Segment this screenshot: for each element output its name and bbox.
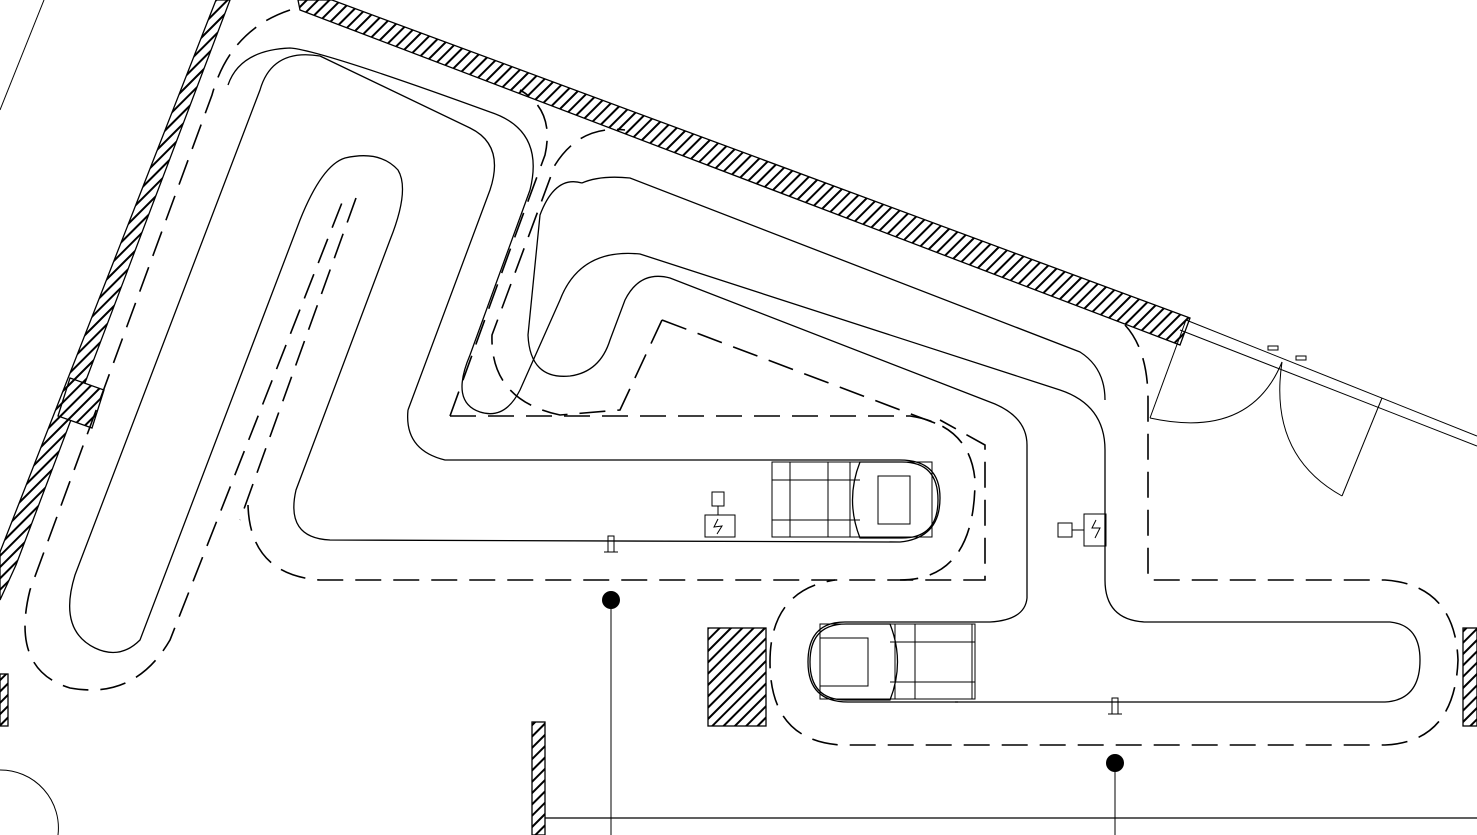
- track-inner-middle: [527, 181, 1028, 703]
- door-swing-right: [1279, 361, 1343, 497]
- door-swing-left: [1149, 361, 1283, 424]
- hatched-wall-left: [0, 0, 231, 601]
- dashed-path-right: [769, 324, 1459, 746]
- hatched-wall-top: [297, 0, 1191, 346]
- charging-station-icon: [704, 491, 736, 538]
- dashed-path-left-lower: [247, 419, 986, 581]
- wall-pillar-left: [57, 377, 105, 429]
- track-outer-edge: [227, 47, 1421, 703]
- wall-stub-left: [0, 673, 9, 727]
- vehicle-chassis-upper: [771, 461, 939, 539]
- door-group: [1149, 319, 1477, 497]
- wall-pillar-right: [1462, 627, 1477, 727]
- track-inner-hairpin-left: [69, 54, 941, 654]
- lamp-post-icon: [1106, 697, 1124, 835]
- lamp-post-icon: [602, 535, 620, 835]
- charging-station-icon: [1057, 513, 1107, 547]
- dashed-path-left-loop: [24, 9, 346, 691]
- vehicle-chassis-lower: [809, 623, 976, 701]
- dashed-path-inner-triangle: [449, 89, 549, 417]
- track-inner-upper: [319, 55, 496, 411]
- wall-post-bottom: [531, 721, 546, 835]
- wall-pillar-center: [707, 627, 767, 727]
